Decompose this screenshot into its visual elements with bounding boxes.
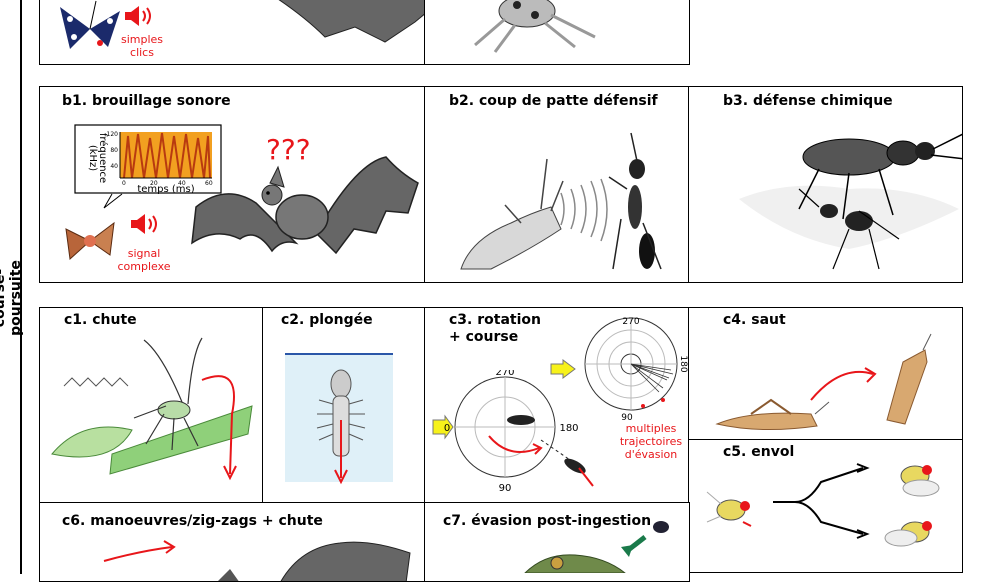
diving-larva-illustration (285, 353, 393, 485)
moth-illustration (65, 221, 115, 261)
spectrogram-callout: 120 80 40 0 20 40 60 temps (ms) fréquenc… (74, 124, 222, 209)
ytick: 120 (107, 131, 119, 138)
panel-c6: c6. manoeuvres/zig-zags + chute (39, 502, 426, 582)
xtick: 20 (150, 180, 158, 187)
yellow-arrow (550, 359, 576, 379)
polar-label-bottom: 90 (499, 483, 512, 494)
spectrogram-ylabel-unit: (kHz) (87, 145, 98, 171)
panel-b2: b2. coup de patte défensif (424, 86, 690, 283)
grasshopper-jump-illustration (715, 333, 932, 431)
panel-title: c4. saut (723, 312, 786, 328)
fly-takeoff-illustration (706, 463, 940, 547)
panel-title: c7. évasion post-ingestion (443, 513, 652, 529)
panel-title: b1. brouillage sonore (62, 93, 231, 109)
side-label: course-poursuite (0, 260, 24, 336)
panel-title: c6. manoeuvres/zig-zags + chute (62, 513, 323, 529)
panel-title: c2. plongée (281, 312, 373, 328)
panel-b3: b3. défense chimique (688, 86, 963, 283)
spectrogram-xlabel: temps (ms) (137, 184, 194, 195)
frog-beetle-illustration (524, 521, 669, 573)
xtick: 60 (205, 180, 213, 187)
panel-c7: c7. évasion post-ingestion (424, 502, 690, 582)
insect-illustration-a (474, 0, 596, 53)
polar-label-top: 270 (495, 370, 514, 378)
panel-c2: c2. plongée (262, 307, 426, 504)
panel-c5: c5. envol (688, 439, 963, 573)
bat-illustration (191, 156, 419, 255)
panel-b1: b1. brouillage sonore 120 80 40 0 20 40 … (39, 86, 426, 283)
polar-plot-main: 0 270 180 90 (432, 370, 594, 494)
xtick: 0 (122, 180, 126, 187)
polar-label-right: 180 (559, 423, 578, 434)
bat-maneuver-illustration (103, 540, 411, 581)
panel-c4: c4. saut (688, 307, 963, 441)
panel-title: c5. envol (723, 444, 795, 460)
speaker-icon (131, 214, 157, 234)
polar-plot-escape: 270 180 90 (584, 317, 688, 423)
ytick: 80 (110, 147, 118, 154)
panel-title: c3. rotation+ course (449, 312, 541, 345)
panel-a-right (424, 0, 690, 65)
ytick: 40 (110, 163, 118, 170)
panel-c3: c3. rotation+ course 0 270 180 90 270 18… (424, 307, 690, 504)
polar-label-right: 180 (678, 355, 688, 372)
panel-c1: c1. chute (39, 307, 264, 504)
aphid-fall-illustration (51, 337, 253, 481)
question-marks: ??? (266, 133, 311, 166)
panel-title: b3. défense chimique (723, 93, 893, 109)
left-axis-line (20, 0, 22, 574)
polar-label-left: 0 (444, 423, 450, 434)
insect-kick-illustration (460, 132, 662, 270)
beetle-ant-illustration (739, 133, 962, 270)
panel-title: c1. chute (64, 312, 137, 328)
speaker-icon (125, 6, 151, 26)
xtick: 40 (178, 180, 186, 187)
bat-illustration-a (278, 0, 425, 43)
moth-illustration (60, 0, 120, 49)
polar-label-top: 270 (622, 317, 639, 327)
spectrogram-ylabel: fréquence (97, 133, 109, 183)
panel-title: b2. coup de patte défensif (449, 93, 658, 109)
polar-label-bottom: 90 (621, 413, 633, 423)
